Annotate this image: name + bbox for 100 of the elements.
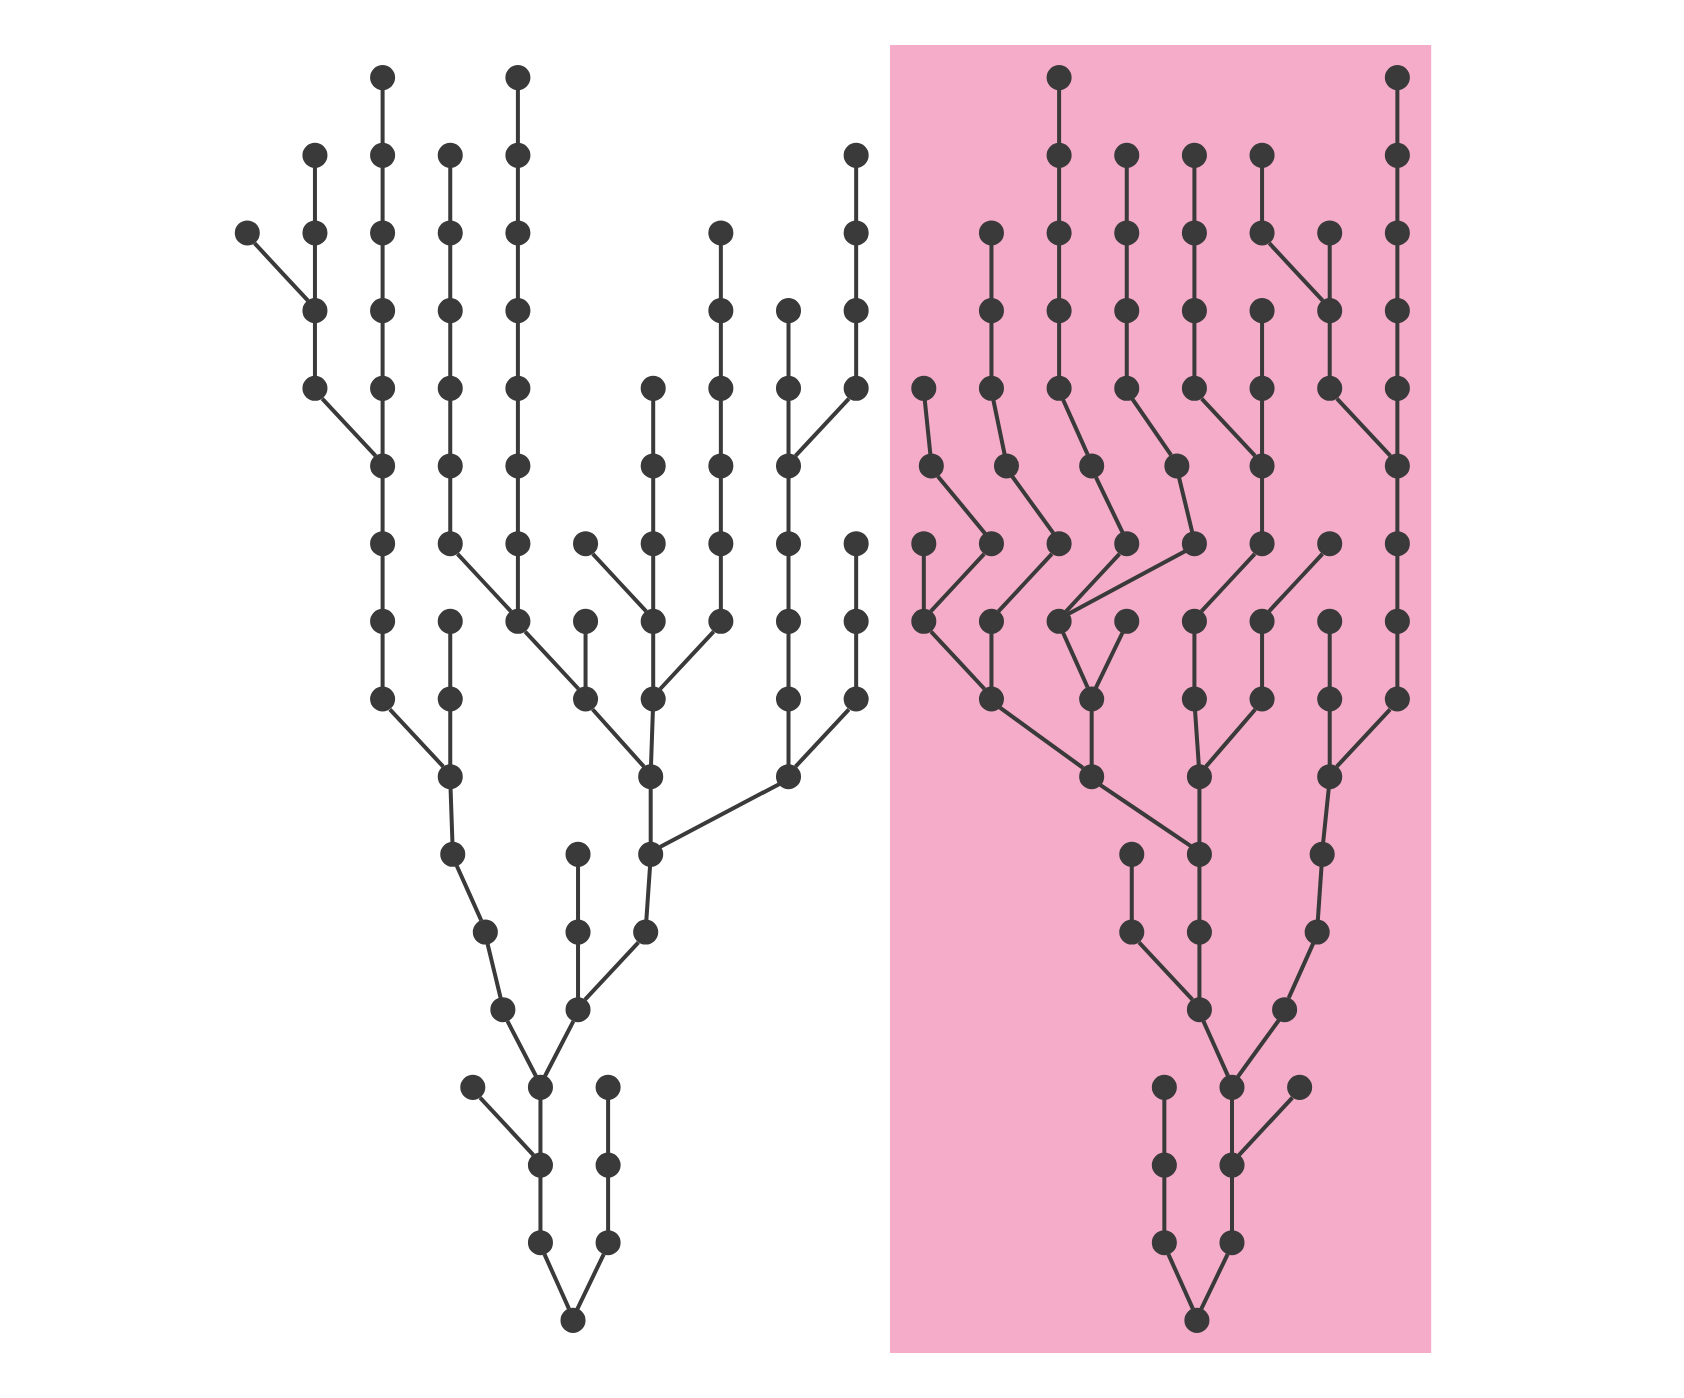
node-circle [369, 608, 395, 634]
node-circle [564, 841, 590, 867]
connector [988, 244, 993, 300]
connector [1394, 632, 1399, 688]
node-circle [977, 220, 1003, 246]
node-circle [1316, 764, 1342, 790]
node-circle [1045, 142, 1071, 168]
connector [447, 399, 452, 455]
connector [785, 477, 790, 533]
node-circle [301, 142, 327, 168]
node-circle [632, 919, 658, 945]
node-circle [1045, 531, 1071, 557]
node-circle [1113, 298, 1139, 324]
connector [319, 397, 377, 458]
connector [1259, 322, 1264, 377]
node-circle [639, 608, 665, 634]
connector [522, 630, 580, 691]
connector [1314, 865, 1323, 921]
node-circle [436, 298, 462, 324]
connector [1326, 632, 1331, 688]
connector [379, 632, 384, 688]
node-circle [526, 1074, 552, 1100]
node-circle [369, 453, 395, 479]
node-circle [504, 375, 530, 401]
node-circle [1113, 220, 1139, 246]
connector [658, 782, 780, 849]
node-circle [1383, 142, 1409, 168]
connector [717, 244, 722, 300]
connector [514, 477, 519, 533]
connector [1203, 707, 1256, 768]
node-circle [572, 686, 598, 712]
node-circle [504, 298, 530, 324]
connector [717, 555, 722, 610]
connector [1161, 1098, 1166, 1154]
node-circle [1286, 1074, 1312, 1100]
node-circle [436, 686, 462, 712]
node-circle [1248, 608, 1274, 634]
node-circle [1248, 453, 1274, 479]
node-circle [1078, 686, 1104, 712]
node-circle [639, 375, 665, 401]
node-circle [436, 531, 462, 557]
connector [1234, 1018, 1280, 1079]
node-circle [977, 608, 1003, 634]
node-circle [1180, 220, 1206, 246]
node-circle [1316, 298, 1342, 324]
connector [853, 632, 858, 688]
connector [379, 244, 384, 300]
connector [379, 477, 384, 533]
connector [997, 705, 1084, 770]
connector [648, 710, 654, 766]
node-circle [526, 1152, 552, 1178]
node-circle [439, 841, 465, 867]
node-circle [1316, 375, 1342, 401]
connector [1259, 632, 1264, 688]
node-circle [1248, 686, 1274, 712]
connector [921, 399, 932, 455]
node-circle [1218, 1230, 1244, 1256]
node-circle [842, 608, 868, 634]
node-circle [369, 531, 395, 557]
connector [1056, 166, 1061, 222]
connector [920, 555, 925, 610]
node-circle [707, 453, 733, 479]
connector [785, 555, 790, 610]
connector [1326, 244, 1331, 300]
connector [1196, 943, 1201, 999]
connector [988, 632, 993, 688]
node-circle [917, 453, 943, 479]
connector [387, 707, 444, 769]
node-circle [1078, 764, 1104, 790]
node-circle [572, 531, 598, 557]
node-circle [436, 220, 462, 246]
connector [1129, 397, 1172, 457]
node-circle [842, 531, 868, 557]
node-circle [707, 608, 733, 634]
connector [447, 710, 452, 766]
connector [447, 166, 452, 222]
node-circle [639, 531, 665, 557]
connector [1394, 555, 1399, 610]
node-circle [1045, 298, 1071, 324]
node-circle [1308, 841, 1334, 867]
node-circle [637, 841, 663, 867]
connector [717, 477, 722, 533]
connector [1191, 322, 1196, 377]
node-circle [977, 531, 1003, 557]
node-circle [707, 298, 733, 324]
connector [935, 474, 986, 535]
connector [590, 552, 647, 613]
connector [311, 244, 316, 300]
node-circle [504, 65, 530, 91]
node-circle [1150, 1230, 1176, 1256]
node-circle [436, 375, 462, 401]
connector [1123, 322, 1128, 377]
connector [484, 942, 502, 999]
connector [537, 1098, 542, 1154]
connector [379, 166, 384, 222]
node-circle [564, 919, 590, 945]
connector [1259, 399, 1264, 455]
connector [1199, 397, 1256, 458]
node-circle [1163, 453, 1189, 479]
connector [1198, 1253, 1229, 1311]
